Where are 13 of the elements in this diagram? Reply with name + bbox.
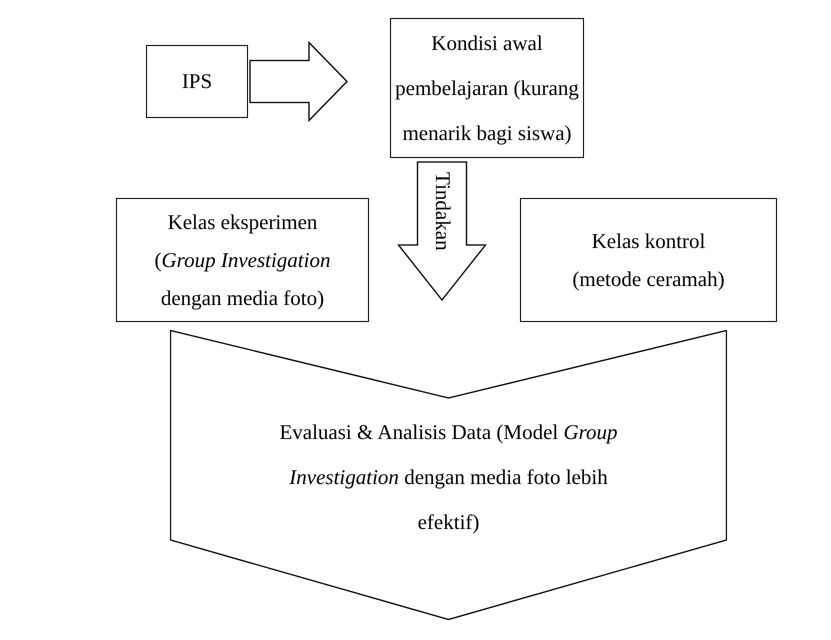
block-arrow (397, 161, 487, 302)
process-box (116, 198, 369, 322)
edge-label: Tindakan (432, 172, 453, 251)
block-arrow (249, 40, 348, 122)
process-box (390, 18, 584, 158)
process-box (520, 198, 777, 322)
node-text: IPS (180, 68, 214, 95)
node-text: Kelas eksperimen (Group Investigation dengan media foto) (154, 209, 332, 312)
process-box (146, 45, 248, 118)
node-text: Kelas kontrol (metode ceramah) (571, 228, 726, 293)
chevron-shape (170, 330, 727, 620)
node-text: Kondisi awal pembelajaran (kurang menarik bagi siswa) (394, 30, 580, 146)
node-text: Evaluasi & Analisis Data (Model Group Investigation dengan media foto lebih efektif) (278, 419, 619, 536)
